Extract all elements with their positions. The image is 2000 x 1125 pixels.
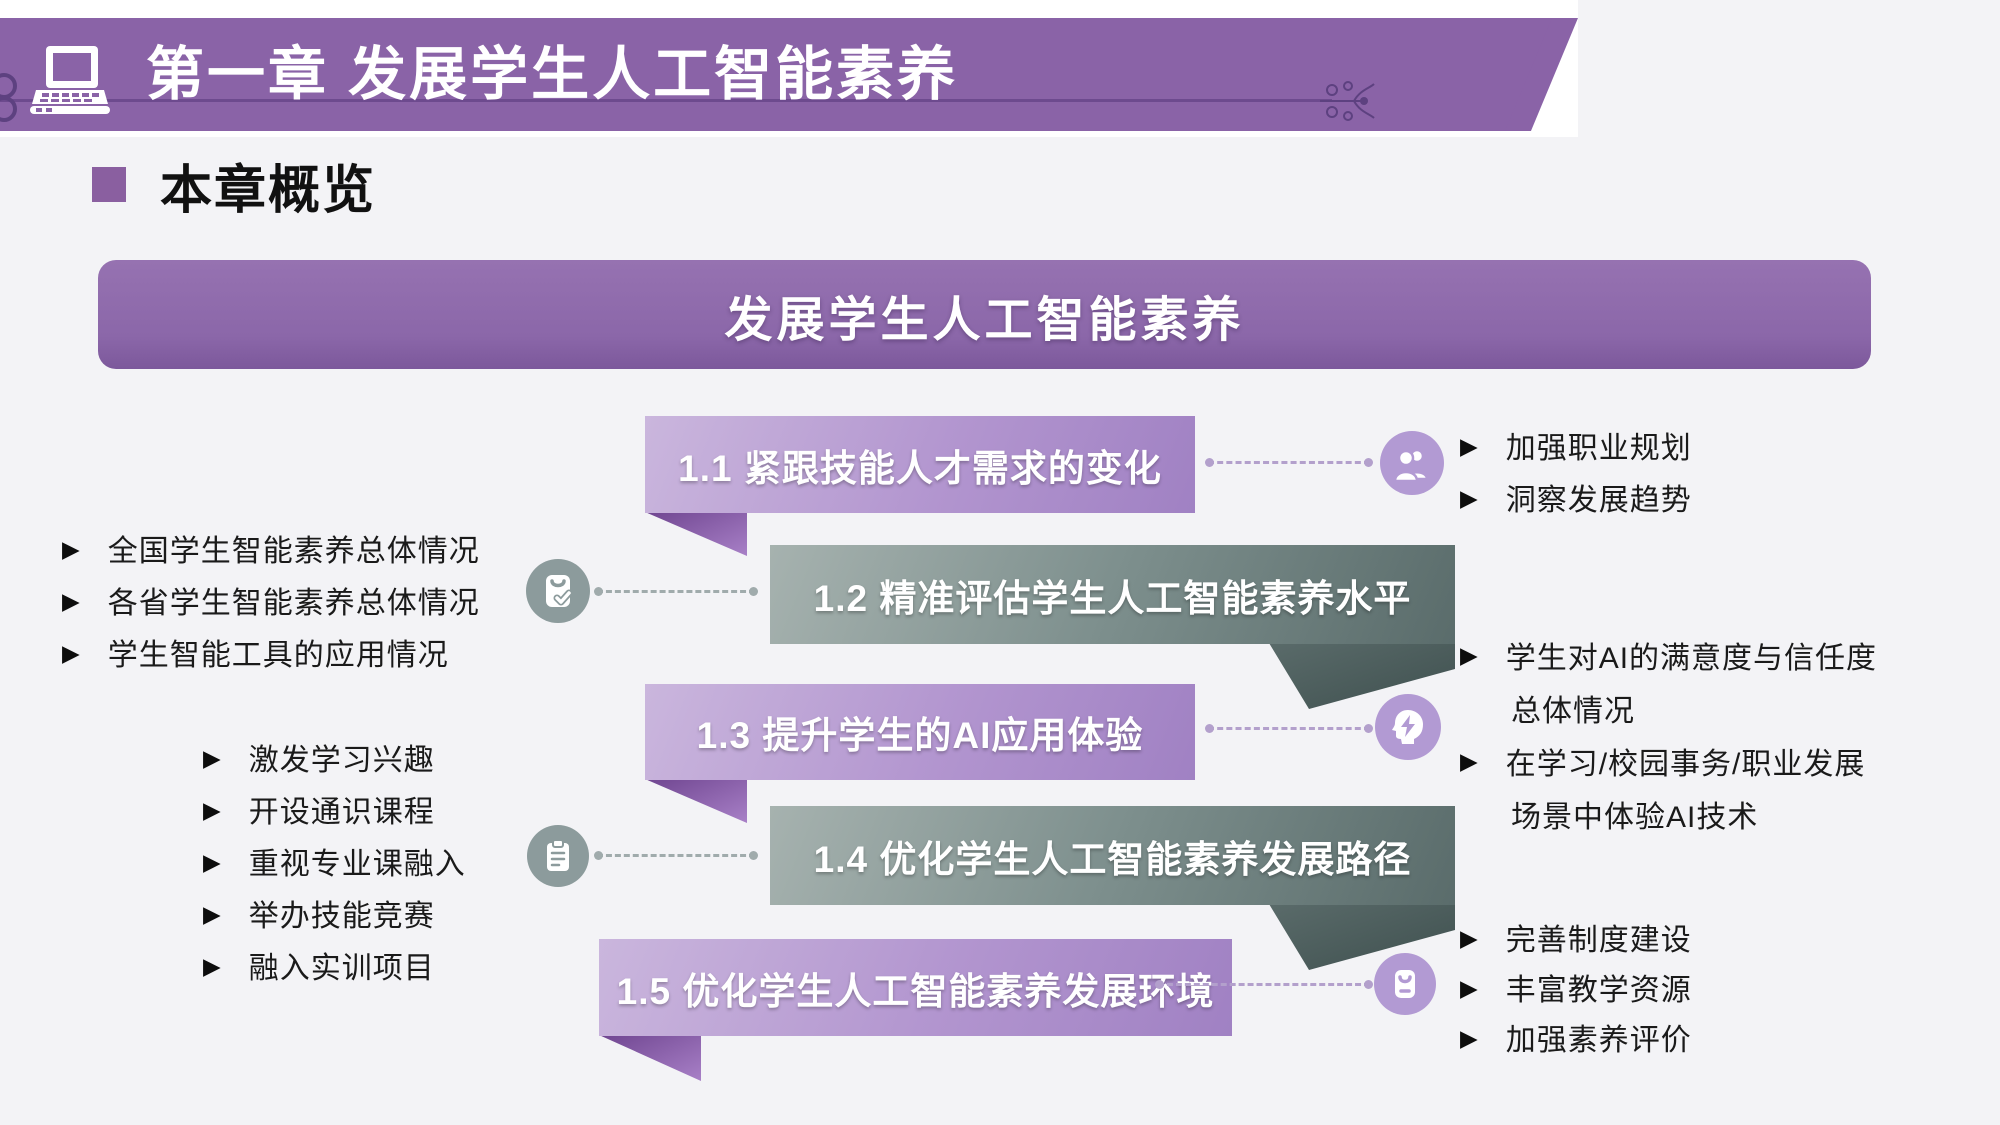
bullet-arrow-icon: ▶ (1460, 924, 1478, 951)
ribbon-1-3: 1.3 提升学生的AI应用体验 (645, 684, 1195, 780)
bullet-arrow-icon: ▶ (203, 744, 221, 771)
ribbon-1-4: 1.4 优化学生人工智能素养发展路径 (770, 806, 1455, 905)
ribbon-1-1: 1.1 紧跟技能人才需求的变化 (645, 416, 1195, 513)
ribbon-1-3-label: 1.3 提升学生的AI应用体验 (696, 715, 1144, 756)
header-divider-line (0, 99, 1332, 102)
ribbon-1-1-fold (645, 512, 747, 556)
bullet-arrow-icon: ▶ (62, 639, 80, 666)
section-title: 本章概览 (160, 162, 377, 220)
list-item-continuation: 场景中体验AI技术 (1511, 800, 1759, 834)
bullet-arrow-icon: ▶ (1460, 484, 1478, 511)
ring-decoration-icon (0, 96, 17, 122)
bullet-arrow-icon: ▶ (1460, 1024, 1478, 1051)
list-item: ▶ 完善制度建设 (1460, 924, 1692, 957)
ribbon-1-2: 1.2 精准评估学生人工智能素养水平 (770, 545, 1455, 644)
ribbon-1-2-fold (1269, 643, 1455, 709)
connector-1-4 (594, 851, 758, 860)
floral-flourish-icon (1320, 81, 1375, 121)
ribbon-1-1-label: 1.1 紧跟技能人才需求的变化 (678, 447, 1162, 489)
left-bottom-bullet-list: ▶ 激发学习兴趣 ▶ 开设通识课程 ▶ 重视专业课融入 ▶ 举办技能竞赛 ▶ 融… (203, 731, 466, 991)
connector-1-2 (594, 587, 758, 596)
connector-dot (1155, 980, 1164, 989)
overview-banner: 发展学生人工智能素养 (98, 260, 1871, 369)
connector-dot (1205, 458, 1214, 467)
right-bottom-bullet-list: ▶ 完善制度建设 ▶ 丰富教学资源 ▶ 加强素养评价 (1460, 912, 1692, 1062)
list-item: ▶ 融入实训项目 (203, 952, 435, 985)
list-item: ▶ 丰富教学资源 (1460, 974, 1692, 1007)
right-top-bullet-list: ▶ 加强职业规划 ▶ 洞察发展趋势 (1460, 419, 1692, 523)
connector-1-5 (1155, 980, 1373, 989)
connector-dot (749, 851, 758, 860)
bullet-arrow-icon: ▶ (1460, 974, 1478, 1001)
bullet-arrow-icon: ▶ (1460, 642, 1478, 668)
ribbon-1-5: 1.5 优化学生人工智能素养发展环境 (599, 939, 1232, 1036)
bullet-arrow-icon: ▶ (1460, 432, 1478, 459)
list-item: ▶ 举办技能竞赛 (203, 900, 435, 933)
left-top-bullet-list: ▶ 全国学生智能素养总体情况 ▶ 各省学生智能素养总体情况 ▶ 学生智能工具的应… (62, 522, 480, 678)
ribbon-1-5-fold (599, 1035, 701, 1081)
device-smile-icon (1374, 953, 1436, 1015)
list-item: ▶ 各省学生智能素养总体情况 (62, 587, 480, 620)
laptop-icon (30, 46, 110, 114)
list-item: ▶ 学生对AI的满意度与信任度 (1460, 641, 1878, 675)
connector-dot (749, 587, 758, 596)
list-item-continuation: 总体情况 (1511, 694, 1635, 728)
connector-1-1 (1205, 458, 1373, 467)
connector-dot (1205, 724, 1214, 733)
list-item: ▶ 洞察发展趋势 (1460, 484, 1692, 517)
overview-banner-label: 发展学生人工智能素养 (724, 293, 1245, 347)
head-bolt-icon (1375, 694, 1441, 760)
ribbon-1-5-label: 1.5 优化学生人工智能素养发展环境 (616, 970, 1215, 1012)
right-middle-bullet-list: ▶ 学生对AI的满意度与信任度 总体情况 ▶ 在学习/校园事务/职业发展 场景中… (1460, 628, 1877, 840)
bullet-arrow-icon: ▶ (62, 587, 80, 614)
bullet-arrow-icon: ▶ (203, 900, 221, 927)
connector-dot (1364, 724, 1373, 733)
header-bar (0, 18, 1556, 131)
bullet-arrow-icon: ▶ (203, 796, 221, 823)
people-icon (1380, 431, 1444, 495)
list-item: ▶ 在学习/校园事务/职业发展 (1460, 747, 1866, 781)
ribbon-1-3-fold (645, 779, 747, 823)
connector-dot (1364, 980, 1373, 989)
notepad-icon (527, 825, 589, 887)
clipboard-check-icon (526, 559, 590, 623)
list-item: ▶ 加强职业规划 (1460, 432, 1692, 465)
list-item: ▶ 加强素养评价 (1460, 1024, 1692, 1057)
bullet-arrow-icon: ▶ (1460, 748, 1478, 774)
list-item: ▶ 开设通识课程 (203, 796, 435, 829)
page-title: 第一章 发展学生人工智能素养 (146, 42, 959, 107)
list-item: ▶ 全国学生智能素养总体情况 (62, 535, 480, 568)
purple-square-bullet (92, 167, 126, 202)
connector-dot (594, 851, 603, 860)
bullet-arrow-icon: ▶ (203, 952, 221, 979)
connector-dot (594, 587, 603, 596)
ribbon-1-4-fold (1269, 904, 1455, 970)
bullet-arrow-icon: ▶ (203, 848, 221, 875)
ribbon-1-2-label: 1.2 精准评估学生人工智能素养水平 (813, 577, 1412, 619)
list-item: ▶ 激发学习兴趣 (203, 744, 435, 777)
bullet-arrow-icon: ▶ (62, 535, 80, 562)
connector-dot (1364, 458, 1373, 467)
list-item: ▶ 学生智能工具的应用情况 (62, 639, 449, 672)
ribbon-1-4-label: 1.4 优化学生人工智能素养发展路径 (813, 838, 1412, 880)
connector-1-3 (1205, 724, 1373, 733)
list-item: ▶ 重视专业课融入 (203, 848, 466, 881)
